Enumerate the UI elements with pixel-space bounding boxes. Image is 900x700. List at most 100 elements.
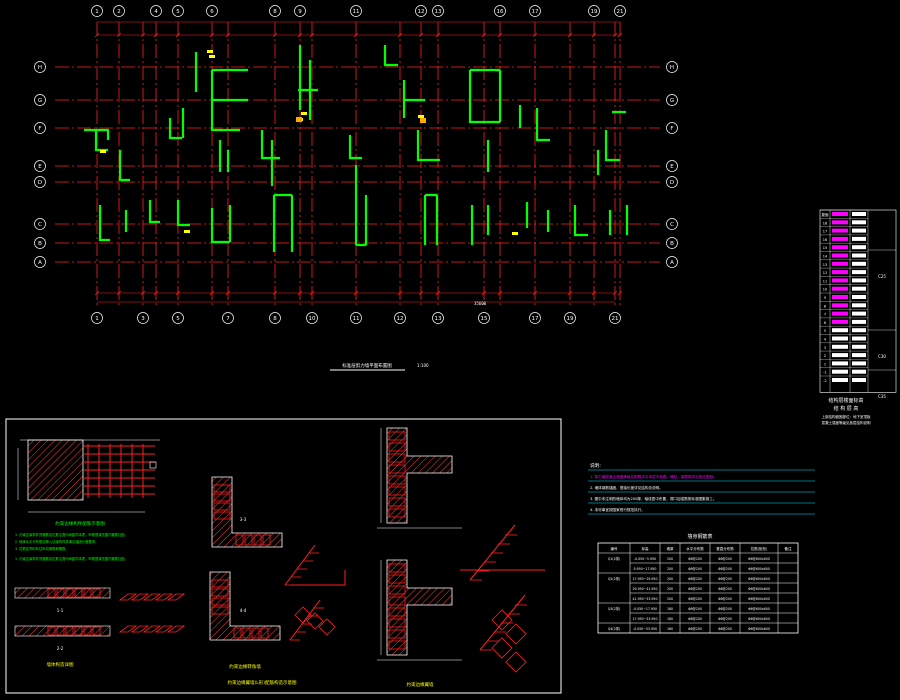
dim-tick: [175, 32, 181, 38]
legend-elevation-bar: [832, 270, 848, 275]
dim-tick: [140, 32, 146, 38]
dim-tick: [272, 32, 278, 38]
legend-floor: 14: [823, 255, 828, 259]
stirrup: [211, 606, 229, 615]
axis-top-8-label: 8: [273, 9, 277, 15]
stirrup: [211, 579, 229, 588]
rebar-cell: -0.050~53.950: [633, 627, 657, 631]
axis-left-D-bubble: [34, 176, 46, 188]
legend-floor: 4: [824, 338, 827, 342]
axis-bottom-1-bubble: [91, 312, 103, 324]
legend-elevation-bar: [832, 236, 848, 241]
axis-left-G-bubble: [34, 94, 46, 106]
stirrup: [56, 626, 65, 636]
stirrup: [65, 626, 74, 636]
axis-left-F-label: F: [38, 126, 41, 132]
note-item-3: 3. 图中未注明的墙体均为200厚，轴线居中布置，洞口加强筋按标准图集施工。: [590, 496, 716, 501]
stirrup: [260, 627, 269, 639]
shear-wall-16: [210, 208, 230, 244]
dim-tick: [617, 290, 623, 296]
legend-elevation-bar: [832, 220, 848, 225]
axis-top-6-label: 6: [210, 9, 214, 15]
axis-bottom-5-label: 5: [176, 316, 180, 322]
axis-top-13-bubble: [432, 5, 444, 17]
detail-a-note-3: 3. 拉筋应同时勾住纵向钢筋和箍筋。: [15, 546, 69, 551]
detail-a-note-4: 1. 约束边缘构件的箍筋及拉筋沿竖向间距同本表，纵筋搭接范围内箍筋加密。: [15, 556, 128, 561]
axis-bottom-7-bubble: [222, 312, 234, 324]
dim-tick: [225, 290, 231, 296]
legend-elevation-bar: [832, 336, 848, 341]
dim-tick: [297, 290, 303, 296]
dim-tick: [397, 290, 403, 296]
shear-wall-18: [260, 130, 280, 160]
stirrup: [56, 588, 65, 598]
legend-height-bar: [852, 361, 866, 366]
axis-top-13-label: 13: [435, 9, 442, 15]
dim-tick: [591, 32, 597, 38]
legend-height-bar: [852, 228, 866, 233]
dim-tick: [532, 290, 538, 296]
axis-top-4-label: 4: [154, 9, 158, 15]
axis-top-11-bubble: [350, 5, 362, 17]
legend-height-bar: [852, 336, 866, 341]
rebar-cell: 200: [667, 587, 673, 591]
axis-right-E-label: E: [670, 164, 674, 170]
axis-bottom-3-label: 3: [141, 316, 145, 322]
axis-top-1-label: 1: [95, 9, 99, 15]
rebar-cell: Φ6@600x600: [748, 617, 770, 621]
rebar-cell: Q3(2排): [608, 606, 620, 611]
shear-wall-6: [148, 200, 160, 224]
stirrup-diamond: [306, 612, 324, 630]
legend-floor: 3: [824, 346, 826, 350]
general-notes: 说明： 1. 剪力墙混凝土强度等级及配筋详见本层平面图，墙柱、梁配筋详见相应图纸…: [588, 462, 815, 515]
stirrup: [388, 431, 406, 441]
axis-top-12-label: 12: [418, 9, 425, 15]
stirrup: [388, 596, 406, 606]
dim-tick: [567, 32, 573, 38]
legend-floor: -1: [823, 371, 827, 375]
wall-tag: [301, 112, 307, 115]
stirrup: [235, 534, 244, 546]
detail-e-title: 约束边缘翼墙: [407, 681, 434, 688]
legend-elevation-bar: [832, 353, 848, 358]
axis-right-B-bubble: [666, 237, 678, 249]
note-item-4: 4. 未尽事宜按国家现行规范执行。: [590, 507, 645, 512]
overall-dimension: 35600: [474, 301, 487, 306]
legend-floor: 2: [824, 354, 826, 358]
legend-subtitle: 结 构 层 高: [834, 405, 859, 412]
rebar-parallelogram: [154, 625, 174, 633]
axis-bottom-10-bubble: [306, 312, 318, 324]
rebar-cell: Φ8@200: [718, 557, 732, 561]
axis-right-H-bubble: [666, 61, 678, 73]
shear-wall-7: [176, 200, 190, 227]
stirrup: [74, 588, 83, 598]
stirrup: [47, 626, 56, 636]
legend-floor: 12: [823, 271, 827, 275]
axis-right-C-bubble: [666, 218, 678, 230]
dim-tick: [175, 290, 181, 296]
axis-bottom-11-bubble: [350, 312, 362, 324]
rebar-parallelogram: [118, 625, 138, 633]
axis-top-2-label: 2: [117, 9, 121, 15]
rebar-cell: Φ6@600x600: [748, 577, 770, 581]
axis-top-11-label: 11: [353, 9, 360, 15]
axis-top-2-bubble: [113, 5, 125, 17]
rebar-header: 编号: [611, 546, 619, 551]
axis-left-E-label: E: [38, 164, 42, 170]
dim-tick: [140, 290, 146, 296]
dim-tick: [297, 32, 303, 38]
legend-floor: 6: [824, 321, 826, 325]
stirrup: [233, 627, 242, 639]
rebar-cell: 5.950~17.950: [634, 567, 657, 571]
axis-right-E-bubble: [666, 160, 678, 172]
rebar-parallelogram: [130, 593, 150, 601]
legend-floor: 8: [824, 304, 826, 308]
note-item-1: 1. 剪力墙混凝土强度等级及配筋详见本层平面图，墙柱、梁配筋详见相应图纸。: [590, 474, 717, 479]
axis-right-C-label: C: [670, 222, 674, 228]
legend-elevation-bar: [832, 328, 848, 333]
axis-left-H-bubble: [34, 61, 46, 73]
legend-height-bar: [852, 261, 866, 266]
rebar-cell: 180: [667, 607, 673, 611]
stirrup-diamond: [318, 618, 336, 636]
